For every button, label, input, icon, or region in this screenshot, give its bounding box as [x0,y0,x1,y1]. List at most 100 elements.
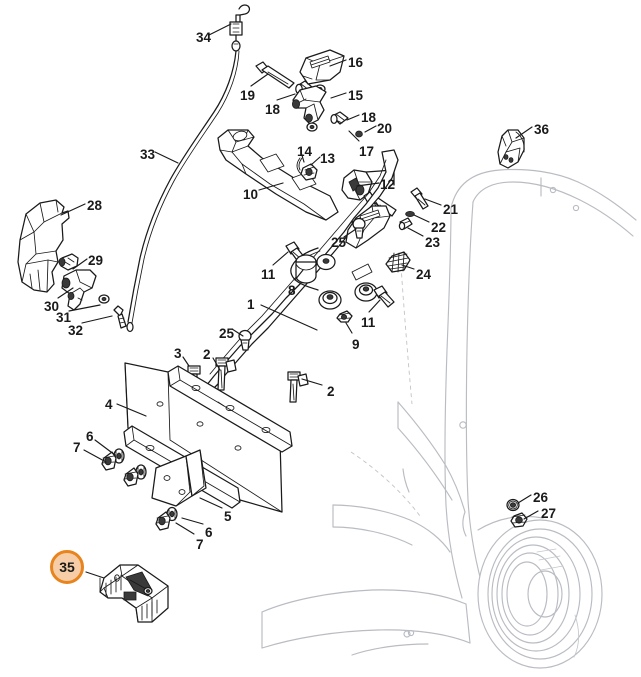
leader-line-6 [181,517,204,525]
callout-number-20: 20 [377,121,393,136]
callout-number-7a: 7 [73,440,81,455]
part-35-highlighted-component [99,564,169,623]
callout-number-24: 24 [416,267,432,282]
callout-number-2a: 2 [203,347,211,362]
leader-line-14 [300,151,305,163]
leader-line-15 [330,92,347,99]
leader-line-16 [329,59,347,67]
leader-line-10 [258,182,284,191]
callout-number-5: 5 [224,509,232,524]
leader-line-18 [346,114,360,121]
callout-number-14: 14 [297,144,313,159]
callout-number-26: 26 [533,490,549,505]
leader-line-25 [231,328,244,337]
part-4-upper-rail [167,365,293,453]
leader-line-27 [523,510,539,520]
leader-line-30 [57,287,74,299]
highlighted-callout-badge-35[interactable]: 35 [50,550,84,584]
part-24-knurled-nut [385,251,411,273]
leader-line-19 [250,73,269,87]
part-36-cap [497,129,525,169]
callout-number-7b: 7 [196,537,204,552]
part-21-bolt [410,187,429,210]
leader-line-3 [182,356,190,367]
part-27-lock-nut [510,512,528,528]
leader-line-28 [60,203,86,216]
part-29-pin [58,253,79,271]
leader-line-24 [401,264,415,270]
part-25-ball-stud-a [352,217,366,239]
leader-line-31 [68,304,101,312]
leader-line-34 [208,23,232,36]
callout-number-18b: 18 [361,110,377,125]
callout-number-23: 23 [425,235,441,250]
callout-number-28: 28 [87,198,103,213]
part-2-bolt-a [215,357,237,391]
leader-line-2 [301,378,323,386]
leader-line-7 [175,522,195,535]
callout-number-10: 10 [243,187,259,202]
part-28-housing-half [17,199,70,293]
leader-line-18 [276,93,296,101]
callout-number-17: 17 [359,144,375,159]
part-4-deflector-plate [124,362,283,513]
part-33-control-cable [126,50,240,333]
callout-number-1: 1 [247,297,255,312]
leader-line-29 [72,258,88,270]
leader-line-12 [356,182,380,187]
leader-line-36 [515,126,533,139]
part-5-mount-bracket [151,449,207,507]
part-13-knob [300,163,318,181]
leader-line-highlighted [85,571,105,579]
callout-number-6a: 6 [86,429,94,444]
part-11-pin-b [373,285,395,308]
part-16-handle-cover [299,49,345,94]
callout-leader-lines [57,23,539,579]
leader-line-1 [260,304,318,331]
leader-line-8 [294,269,304,281]
callout-number-12: 12 [380,177,396,192]
callout-number-33: 33 [140,147,156,162]
part-8-bushing [295,254,317,284]
callout-number-3: 3 [174,346,182,361]
callout-number-25b: 25 [219,326,235,341]
callout-number-8: 8 [288,283,296,298]
callout-number-4: 4 [105,397,113,412]
part-7-nut-b [123,467,139,487]
callout-number-31: 31 [56,310,72,325]
callout-number-27: 27 [541,506,557,521]
part-20-ball [355,130,363,138]
leader-line-26 [517,494,532,504]
leader-line-33 [154,151,179,164]
leader-line-25 [343,228,357,238]
callout-number-25a: 25 [331,235,347,250]
callout-number-19: 19 [240,88,256,103]
leader-line-6 [94,439,116,456]
leader-line-13 [310,156,321,166]
part-2-bolt-b [287,371,309,403]
leader-line-2 [212,357,221,371]
part-19-bolt [255,61,295,89]
callout-number-34: 34 [196,30,212,45]
leader-line-23 [407,227,424,237]
callout-number-29: 29 [88,253,104,268]
leader-line-11 [272,251,289,266]
callout-number-21: 21 [443,202,459,217]
part-34-cable-end [229,4,251,52]
callout-number-11b: 11 [361,315,376,330]
part-7-nut-c [155,511,171,531]
ghost-machine-outline [261,168,637,669]
part-31-washer [98,294,110,304]
ghost-wheel [477,519,603,669]
leader-line-11 [368,299,381,313]
callout-number-18a: 18 [265,102,281,117]
part-23-bushing [398,217,413,231]
callout-number-11a: 11 [261,267,276,282]
part-18-spacer-b [330,111,349,125]
callout-number-16: 16 [348,55,364,70]
part-26-washer [506,498,520,512]
part-32-screw [113,305,127,329]
part-22-washer [405,210,415,217]
